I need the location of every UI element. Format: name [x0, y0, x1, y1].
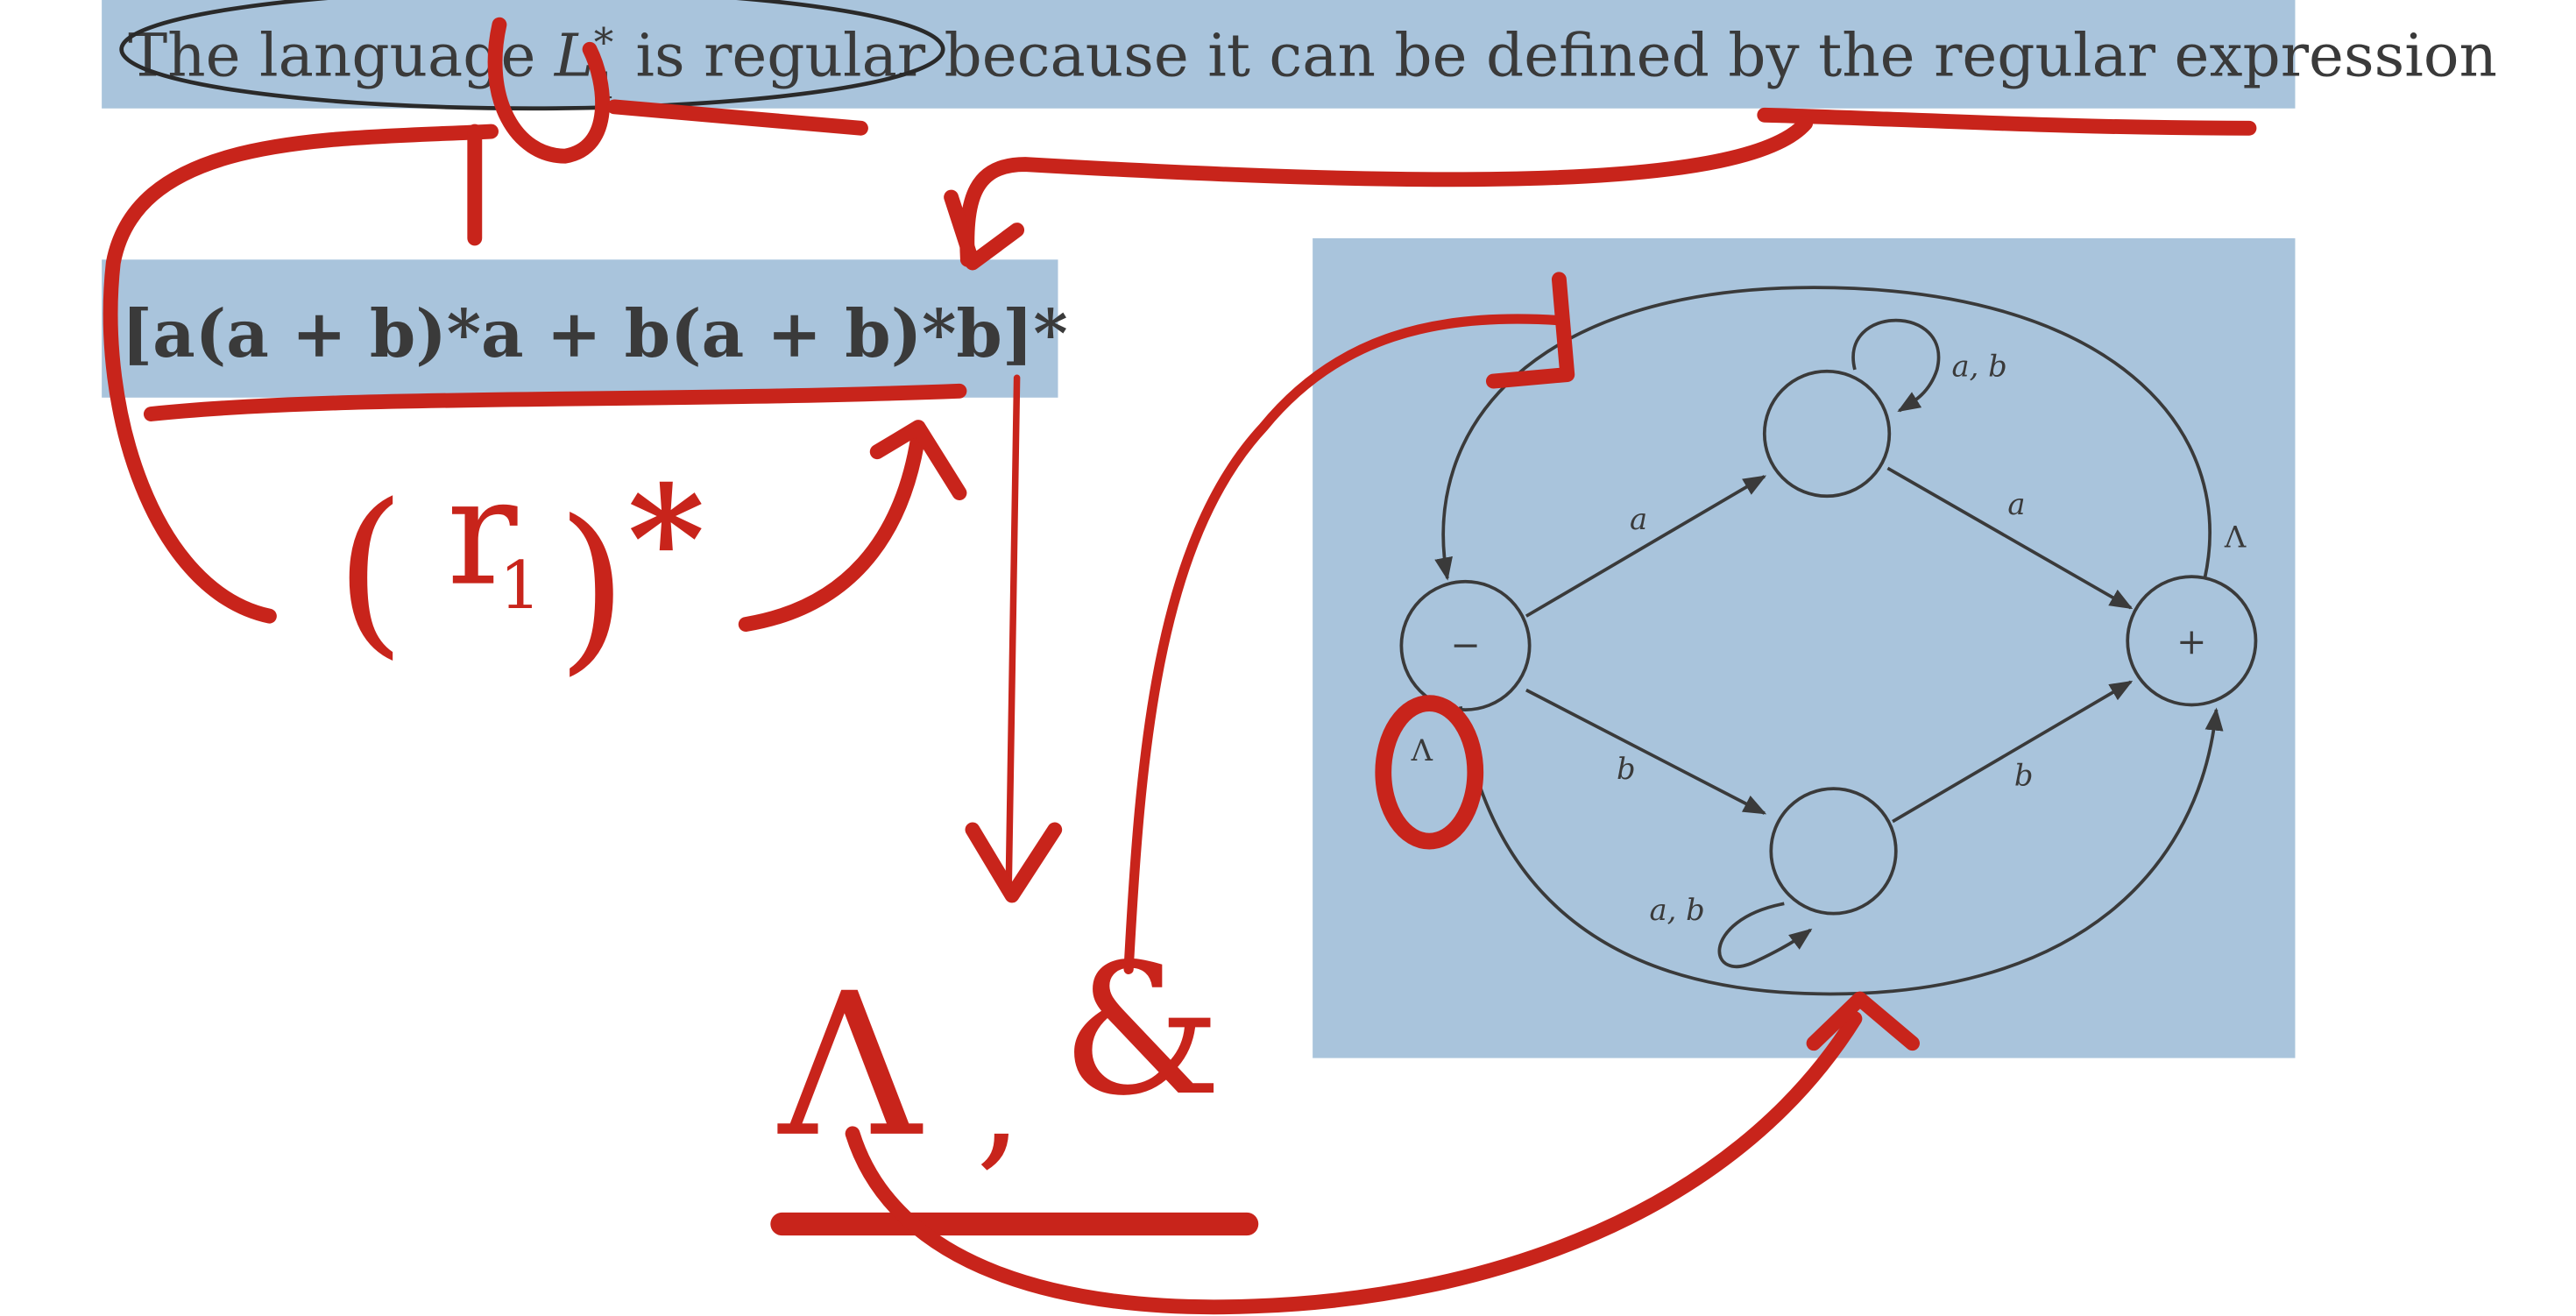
- arrow-to-regex-star: [738, 428, 926, 632]
- outer-bottom-lambda-edge: [1459, 706, 2224, 996]
- r1-letter: r: [447, 446, 518, 619]
- r1-star: *: [627, 453, 704, 626]
- circle-lambda-label: [1375, 695, 1484, 850]
- edge-bottom-to-final: [1892, 680, 2134, 824]
- arrow-to-start-state: [1123, 314, 1565, 974]
- lambda-mark: Λ: [777, 952, 924, 1181]
- r1-paren-close: ): [557, 482, 627, 692]
- bottom-state: [1769, 787, 1898, 916]
- top-state: [1762, 369, 1892, 499]
- label-bottom-to-final: b: [2014, 758, 2034, 792]
- vertical-arrow-line: [1005, 374, 1021, 891]
- pen-annotations: [103, 0, 2257, 1315]
- underline-is-regular: [606, 99, 868, 136]
- sentence-prefix: The language: [128, 20, 555, 89]
- underline-regex: [143, 383, 967, 421]
- r1-subscript: 1: [499, 547, 541, 624]
- sentence-suffix: is regular because it can be defined by …: [617, 20, 2497, 89]
- arrowhead-regex-star: [869, 420, 967, 500]
- underline-regular-expression: [1757, 107, 2257, 136]
- arrow-to-bottom-edge: [845, 1011, 1863, 1315]
- vertical-arrowhead: [965, 822, 1063, 903]
- label-outer-bottom: Λ: [1411, 733, 1433, 768]
- start-state: [1399, 579, 1532, 711]
- edge-start-to-top: [1525, 475, 1767, 618]
- diagram-labels: − + a a b b a, b a, b Λ Λ: [1411, 349, 2247, 927]
- label-bottom-loop: a, b: [1650, 893, 1705, 927]
- ampersand-mark: &: [1061, 925, 1222, 1136]
- handwritten-marks: ( r 1 ) * Λ , &: [335, 446, 1221, 1185]
- final-state: [2126, 575, 2258, 707]
- label-start-to-top: a: [1630, 502, 1647, 536]
- label-top-loop: a, b: [1952, 349, 2007, 383]
- sentence-highlight: [102, 0, 2296, 109]
- arrow-to-regex: [959, 116, 1814, 267]
- bracket-from-l1: [103, 124, 499, 624]
- loop-around-l1: [487, 17, 611, 164]
- arrowhead-start-state: [1485, 272, 1575, 389]
- edge-top-to-final: [1886, 466, 2134, 610]
- comma-mark: ,: [976, 1013, 1023, 1185]
- regex-highlight: [102, 259, 1058, 398]
- label-top-to-final: a: [2007, 487, 2025, 521]
- arrowhead-to-regex: [944, 189, 1025, 271]
- edge-start-to-bottom: [1525, 688, 1767, 815]
- top-self-loop: [1851, 318, 1941, 413]
- bottom-self-loop: [1717, 902, 1813, 968]
- arrowhead-bottom-edge: [1806, 991, 1920, 1051]
- final-state-label: +: [2176, 620, 2207, 662]
- start-state-label: −: [1450, 624, 1481, 666]
- label-start-to-bottom: b: [1617, 752, 1636, 786]
- state-diagram: [1399, 286, 2258, 996]
- label-outer-top: Λ: [2224, 520, 2247, 554]
- outer-top-lambda-edge: [1434, 286, 2212, 581]
- regex-text: [a(a + b)*a + b(a + b)*b]*: [122, 295, 1068, 372]
- r1-paren-open: (: [335, 465, 405, 676]
- circle-the-language: [119, 0, 945, 111]
